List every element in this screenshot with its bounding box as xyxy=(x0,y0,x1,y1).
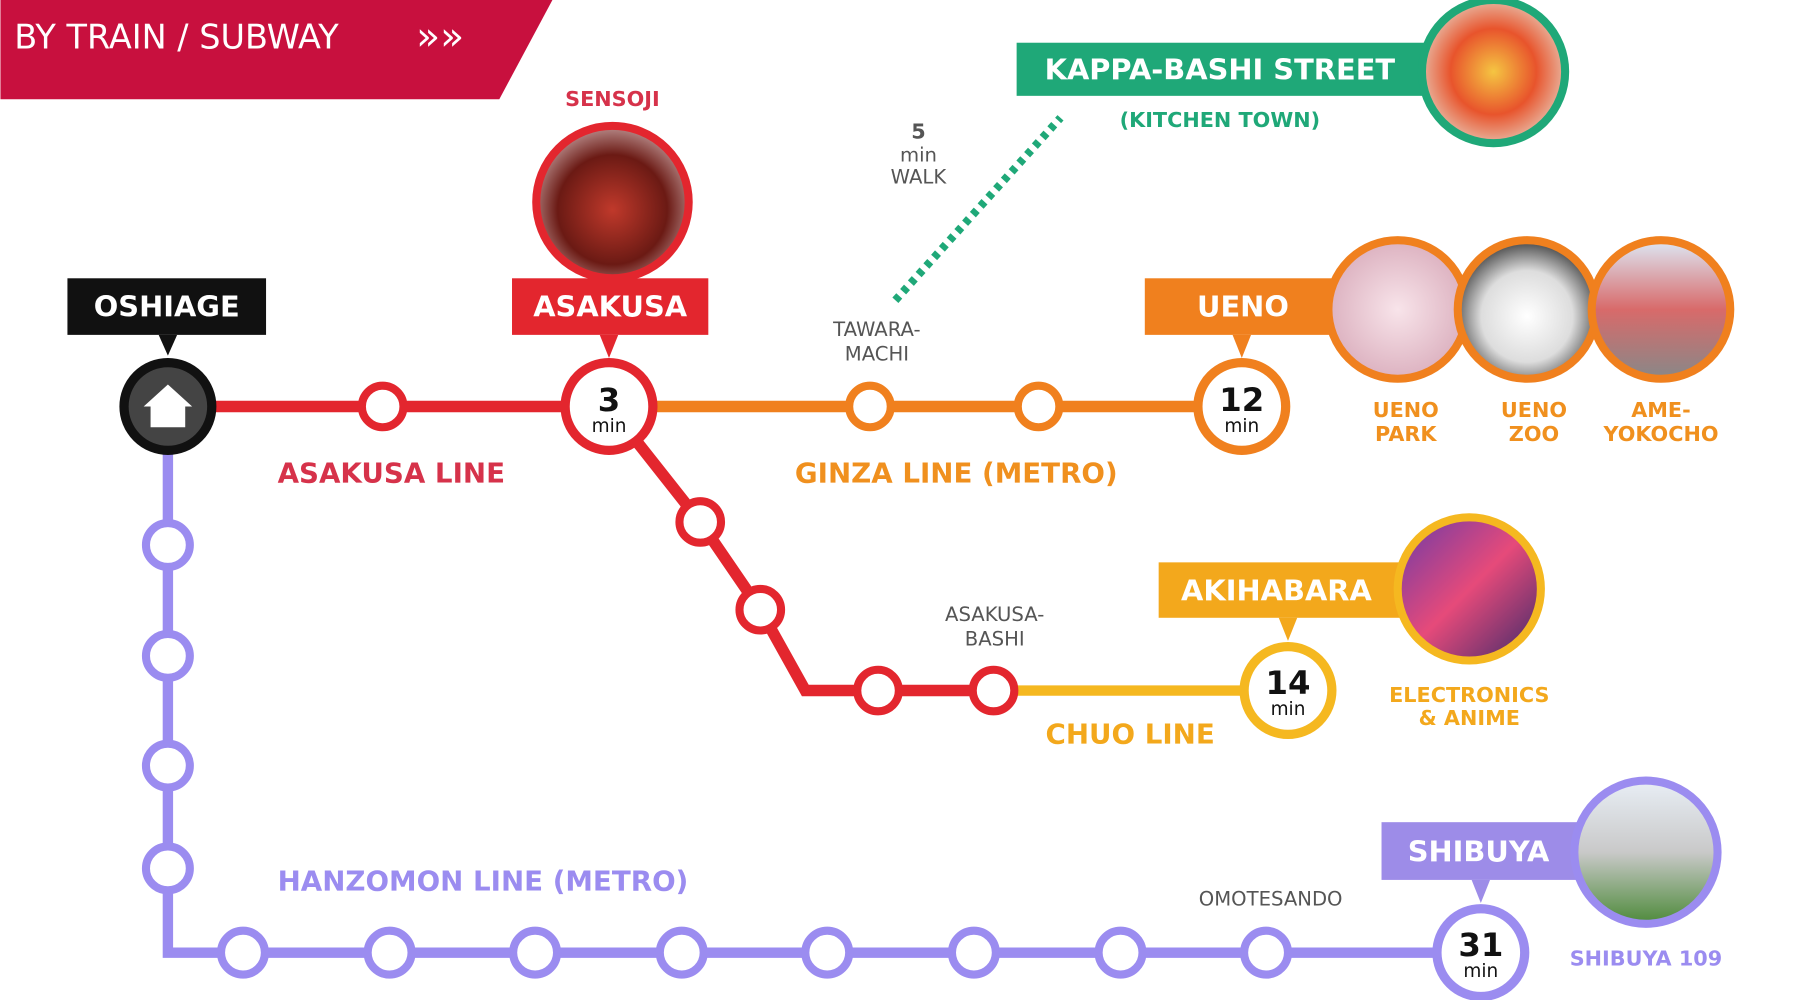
chuo-line-name: CHUO LINE xyxy=(1045,718,1214,751)
kappabashi-label xyxy=(1016,42,1433,96)
home-icon xyxy=(143,384,193,428)
ueno-attraction-1b: PARK xyxy=(1375,422,1437,446)
kappabashi-sub: (KITCHEN TOWN) xyxy=(1120,108,1320,132)
station xyxy=(947,926,1000,979)
omotesando-label: OMOTESANDO xyxy=(1199,887,1343,910)
walk-unit: min xyxy=(900,144,937,167)
header-title: BY TRAIN / SUBWAY xyxy=(14,17,339,56)
label-pointer xyxy=(1278,617,1298,641)
hanzomon-line-name: HANZOMON LINE (METRO) xyxy=(278,864,689,897)
ueno-park-photo xyxy=(1324,236,1472,383)
akihabara-photo xyxy=(1393,513,1545,665)
station xyxy=(141,739,194,792)
asakusa-unit: min xyxy=(592,416,627,437)
akihabara-attraction-1: ELECTRONICS xyxy=(1389,683,1549,707)
akihabara-unit: min xyxy=(1271,699,1306,720)
station xyxy=(357,381,408,432)
asakusabashi-label-1: ASAKUSA- xyxy=(945,603,1044,626)
oshiage-name: OSHIAGE xyxy=(94,289,240,323)
ueno-attraction-2b: ZOO xyxy=(1509,422,1559,446)
station xyxy=(655,926,708,979)
shibuya-name: SHIBUYA xyxy=(1408,834,1550,868)
ueno-station xyxy=(1193,357,1291,455)
station xyxy=(853,665,903,716)
shibuya-time: 31 xyxy=(1458,926,1503,964)
shibuya-109-photo xyxy=(1570,776,1722,928)
station xyxy=(363,926,416,979)
station xyxy=(1240,926,1293,979)
kappabashi-name: KAPPA-BASHI STREET xyxy=(1045,53,1396,87)
sensoji-label: SENSOJI xyxy=(565,87,660,111)
station xyxy=(1013,381,1064,432)
chevrons-icon: »» xyxy=(416,15,464,60)
shibuya-attraction: SHIBUYA 109 xyxy=(1570,946,1722,970)
walk-label: WALK xyxy=(891,166,948,189)
station xyxy=(801,926,854,979)
ueno-time: 12 xyxy=(1219,381,1264,419)
ameyokocho-photo xyxy=(1587,236,1735,383)
akihabara-time: 14 xyxy=(1265,664,1310,702)
akihabara-label xyxy=(1158,562,1413,618)
station xyxy=(675,497,726,547)
ueno-attraction-1: UENO xyxy=(1373,398,1439,422)
shibuya-unit: min xyxy=(1463,961,1498,982)
station xyxy=(735,584,786,635)
label-pointer xyxy=(1471,879,1491,904)
asakusa-label xyxy=(512,278,709,335)
asakusa-station xyxy=(560,357,658,455)
walk-minutes: 5 xyxy=(911,120,925,144)
shibuya-label xyxy=(1381,822,1590,880)
station xyxy=(509,926,562,979)
kappabashi-photo xyxy=(1417,0,1570,148)
header-banner xyxy=(0,0,553,100)
ueno-attraction-3b: YOKOCHO xyxy=(1602,422,1718,446)
label-pointer xyxy=(1232,334,1252,358)
tawaramachi-label-1: TAWARA- xyxy=(832,318,921,341)
ueno-name: UENO xyxy=(1197,289,1289,323)
ueno-unit: min xyxy=(1224,416,1259,437)
ueno-zoo-photo xyxy=(1453,236,1601,383)
station xyxy=(141,629,194,682)
label-pointer xyxy=(158,334,178,356)
sensoji-photo xyxy=(532,121,693,283)
asakusa-line-name: ASAKUSA LINE xyxy=(278,457,505,490)
akihabara-attraction-2: & ANIME xyxy=(1419,706,1520,730)
ginza-line-name: GINZA LINE (METRO) xyxy=(795,457,1118,490)
station xyxy=(216,926,269,979)
akihabara-name: AKIHABARA xyxy=(1181,573,1372,607)
station xyxy=(141,842,194,895)
station xyxy=(845,381,895,432)
label-pointer xyxy=(599,334,619,358)
ueno-attraction-2: UENO xyxy=(1501,398,1567,422)
asakusabashi-label-2: BASHI xyxy=(965,627,1025,650)
station xyxy=(1094,926,1147,979)
akihabara-station xyxy=(1239,642,1337,740)
shibuya-station xyxy=(1432,904,1530,1000)
tawaramachi-label-2: MACHI xyxy=(845,342,909,365)
asakusa-line-branch xyxy=(604,402,994,697)
oshiage-label xyxy=(67,278,267,335)
station xyxy=(141,519,194,572)
ueno-attraction-3: AME- xyxy=(1631,398,1691,422)
hanzomon-line xyxy=(162,406,1481,958)
asakusa-time: 3 xyxy=(598,381,621,419)
asakusa-name: ASAKUSA xyxy=(533,289,688,323)
station xyxy=(968,665,1019,716)
